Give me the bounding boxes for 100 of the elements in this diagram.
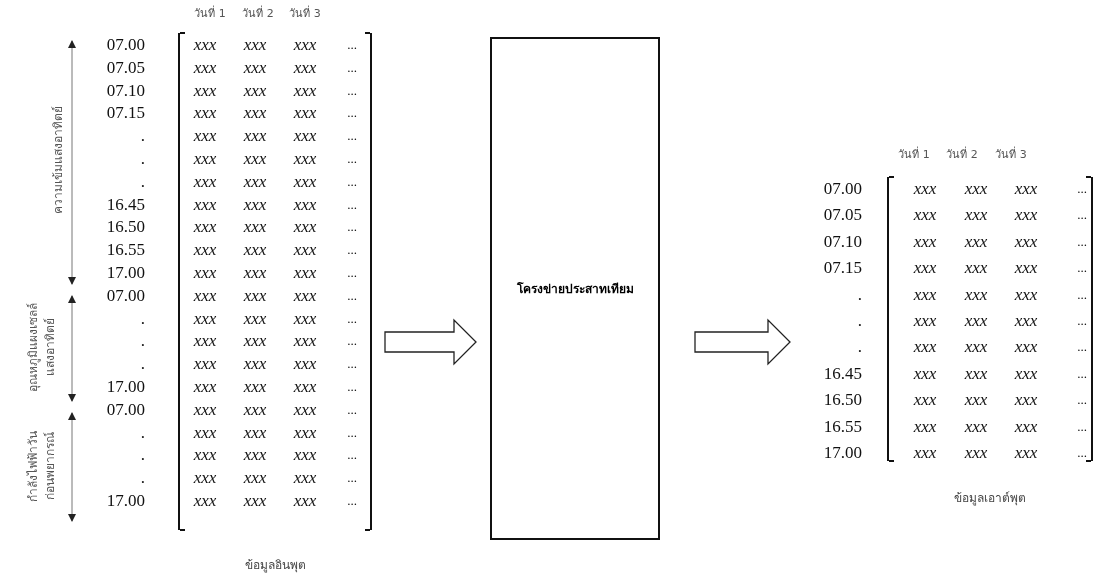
- matrix-entry: xxx: [243, 308, 267, 329]
- matrix-entry: xxx: [913, 231, 937, 252]
- ellipsis: ...: [347, 172, 357, 191]
- matrix-entry: xxx: [964, 416, 988, 437]
- time-label: 07.10: [823, 231, 862, 252]
- matrix-entry: xxx: [193, 194, 217, 215]
- matrix-entry: xxx: [964, 205, 988, 226]
- matrix-entry: xxx: [243, 377, 267, 397]
- matrix-entry: xxx: [193, 103, 217, 124]
- time-label: 16.50: [823, 390, 862, 411]
- time-label: 07.00: [106, 35, 145, 55]
- time-label: .: [140, 171, 145, 192]
- ellipsis: ...: [1077, 444, 1087, 462]
- column-header: วันที่ 2: [242, 7, 274, 21]
- matrix-entry: xxx: [293, 399, 317, 420]
- ellipsis: ...: [347, 446, 357, 465]
- matrix-caption: ข้อมูลอินพุต: [244, 557, 306, 574]
- matrix-entry: xxx: [293, 377, 317, 397]
- matrix-entry: xxx: [964, 311, 988, 331]
- matrix-entry: xxx: [964, 258, 988, 279]
- matrix-entry: xxx: [1014, 179, 1038, 199]
- matrix-entry: xxx: [193, 399, 217, 420]
- matrix-entry: xxx: [243, 422, 267, 443]
- time-label: .: [140, 468, 145, 489]
- ellipsis: ...: [1077, 180, 1087, 198]
- ellipsis: ...: [347, 423, 357, 442]
- column-header: วันที่ 3: [289, 7, 321, 21]
- matrix-entry: xxx: [243, 445, 267, 466]
- matrix-entry: xxx: [293, 468, 317, 489]
- matrix-entry: xxx: [293, 354, 317, 375]
- matrix-entry: xxx: [293, 35, 317, 55]
- time-label: .: [857, 337, 862, 358]
- matrix-entry: xxx: [293, 57, 317, 78]
- matrix-entry: xxx: [293, 308, 317, 329]
- time-label: 07.15: [106, 103, 145, 124]
- matrix-entry: xxx: [913, 416, 937, 437]
- matrix-entry: xxx: [1014, 284, 1038, 305]
- time-label: .: [140, 354, 145, 375]
- time-label: 17.00: [823, 443, 862, 463]
- matrix-entry: xxx: [193, 263, 217, 283]
- axis-label: ความเข้มแสงอาทิตย์: [49, 105, 66, 216]
- matrix-entry: xxx: [193, 57, 217, 78]
- matrix-entry: xxx: [964, 363, 988, 384]
- matrix-entry: xxx: [1014, 363, 1038, 384]
- matrix-entry: xxx: [193, 491, 217, 511]
- matrix-entry: xxx: [293, 422, 317, 443]
- ellipsis: ...: [347, 469, 357, 488]
- matrix-entry: xxx: [913, 311, 937, 331]
- matrix-entry: xxx: [293, 103, 317, 124]
- time-label: 07.00: [106, 285, 145, 306]
- time-label: 07.05: [106, 57, 145, 78]
- time-label: 16.55: [106, 240, 145, 261]
- ellipsis: ...: [1077, 285, 1087, 304]
- matrix-entry: xxx: [964, 337, 988, 358]
- ellipsis: ...: [347, 264, 357, 282]
- matrix-entry: xxx: [193, 285, 217, 306]
- process-box: [490, 37, 660, 540]
- matrix-entry: xxx: [243, 57, 267, 78]
- ellipsis: ...: [347, 36, 357, 54]
- column-header: วันที่ 2: [946, 148, 978, 162]
- time-label: .: [140, 308, 145, 329]
- matrix-entry: xxx: [243, 331, 267, 352]
- matrix-entry: xxx: [243, 194, 267, 215]
- matrix-entry: xxx: [243, 217, 267, 238]
- matrix-entry: xxx: [1014, 231, 1038, 252]
- matrix-entry: xxx: [193, 377, 217, 397]
- matrix-entry: xxx: [964, 284, 988, 305]
- matrix-entry: xxx: [1014, 443, 1038, 463]
- matrix-entry: xxx: [293, 240, 317, 261]
- matrix-entry: xxx: [964, 443, 988, 463]
- matrix-entry: xxx: [243, 126, 267, 147]
- matrix-entry: xxx: [293, 285, 317, 306]
- matrix-entry: xxx: [1014, 311, 1038, 331]
- matrix-entry: xxx: [293, 149, 317, 169]
- time-label: 16.55: [823, 416, 862, 437]
- time-label: 07.00: [106, 399, 145, 420]
- time-label: 07.15: [823, 258, 862, 279]
- matrix-entry: xxx: [913, 284, 937, 305]
- column-header: วันที่ 1: [898, 148, 930, 162]
- matrix-entry: xxx: [193, 171, 217, 192]
- matrix-entry: xxx: [293, 445, 317, 466]
- matrix-entry: xxx: [293, 171, 317, 192]
- ellipsis: ...: [347, 286, 357, 305]
- time-label: .: [140, 149, 145, 169]
- ellipsis: ...: [347, 241, 357, 260]
- matrix-entry: xxx: [193, 445, 217, 466]
- matrix-entry: xxx: [193, 331, 217, 352]
- ellipsis: ...: [347, 309, 357, 328]
- time-label: 16.45: [823, 363, 862, 384]
- time-label: .: [140, 422, 145, 443]
- ellipsis: ...: [347, 150, 357, 168]
- box-title: โครงข่ายประสาทเทียม: [516, 281, 634, 298]
- matrix-entry: xxx: [243, 80, 267, 101]
- ellipsis: ...: [1077, 391, 1087, 410]
- matrix-entry: xxx: [193, 35, 217, 55]
- ellipsis: ...: [347, 127, 357, 146]
- matrix-entry: xxx: [913, 258, 937, 279]
- matrix-entry: xxx: [1014, 258, 1038, 279]
- matrix-entry: xxx: [243, 103, 267, 124]
- matrix-entry: xxx: [293, 126, 317, 147]
